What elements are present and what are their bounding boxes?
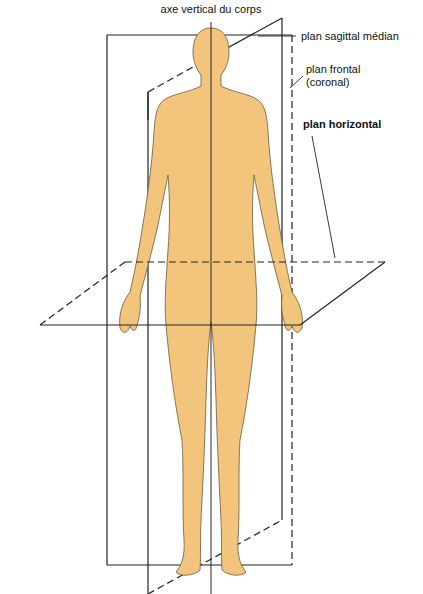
vertical-axis [211,22,212,594]
horizontal-plane-edge [40,324,300,325]
plane-label: plan horizontal [302,118,382,131]
plane-label: plan frontal (coronal) [305,63,379,89]
sagittal-plane-edge [147,92,148,120]
leader-line [290,76,303,88]
horizontal-plane-edge [40,262,125,325]
sagittal-plane-edge [148,520,282,594]
leader-line [258,36,296,37]
sagittal-plane-edge [147,92,148,594]
frontal-plane-edge [106,35,107,565]
horizontal-plane-edge [125,261,385,262]
axis-label: axe vertical du corps [160,3,263,16]
leader-line [312,136,335,258]
plane-label: plan sagittal médian [300,30,400,43]
horizontal-plane-edge [300,262,385,325]
